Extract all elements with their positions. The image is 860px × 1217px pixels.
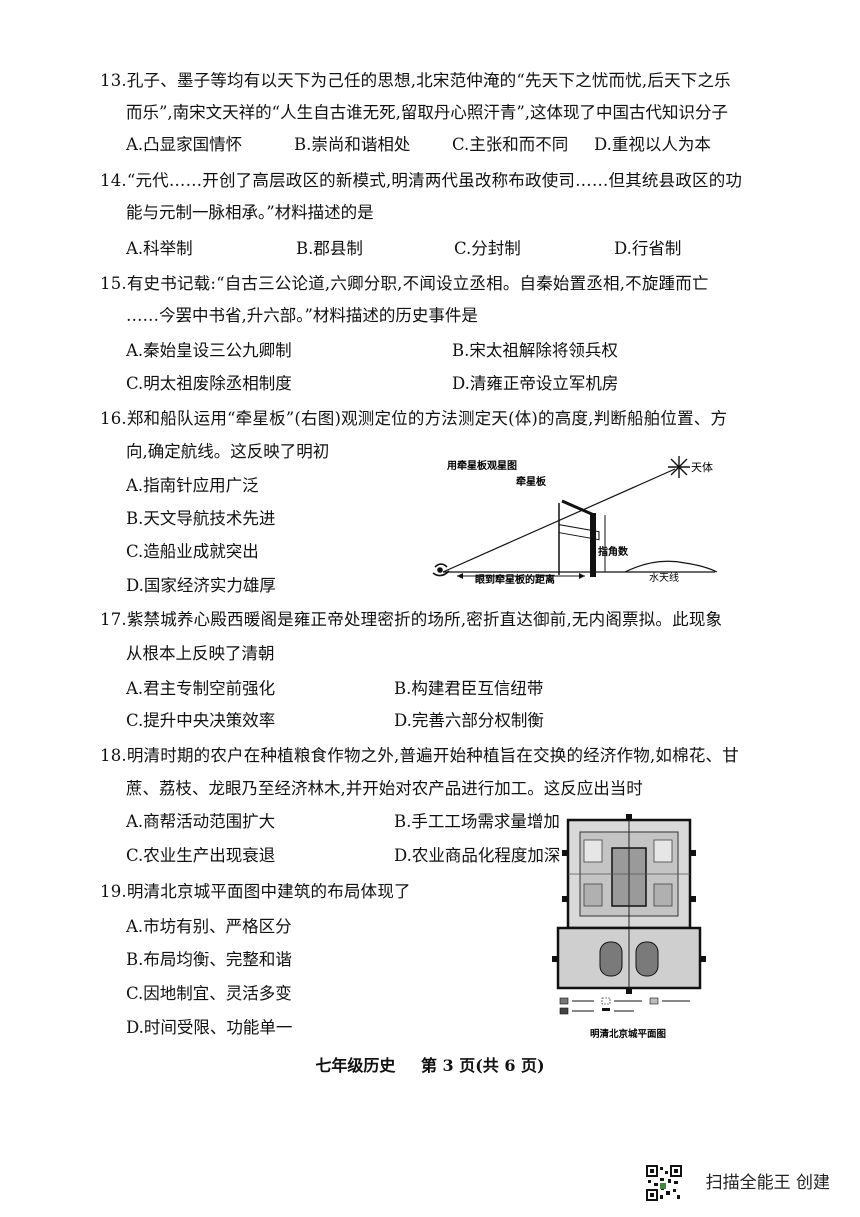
q17-option-c[interactable]: C.提升中央决策效率 bbox=[126, 711, 276, 730]
q14-stem-line2: 能与元制一脉相承。”材料描述的是 bbox=[126, 203, 374, 222]
q16-option-a[interactable]: A.指南针应用广泛 bbox=[126, 476, 259, 495]
page-footer: 七年级历史 第 3 页(共 6 页) bbox=[0, 1052, 860, 1076]
q18-option-c[interactable]: C.农业生产出现衰退 bbox=[126, 846, 276, 865]
q15-stem-line1: 15.有史书记载:“自古三公论道,六卿分职,不闻设立丞相。自秦始置丞相,不旋踵而… bbox=[100, 274, 709, 293]
map-caption: 明清北京城平面图 bbox=[590, 1028, 666, 1040]
q19-option-c[interactable]: C.因地制宜、灵活多变 bbox=[126, 984, 292, 1003]
temple-of-agriculture bbox=[635, 941, 659, 977]
q13-option-b[interactable]: B.崇尚和谐相处 bbox=[294, 135, 411, 154]
q18-option-d[interactable]: D.农业商品化程度加深 bbox=[394, 846, 561, 865]
q13-option-d[interactable]: D.重视以人为本 bbox=[594, 135, 711, 154]
q16-stem-line1: 16.郑和船队运用“牵星板”(右图)观测定位的方法测定天(体)的高度,判断船舶位… bbox=[100, 409, 728, 428]
scanner-watermark: 扫描全能王 创建 bbox=[705, 1173, 830, 1193]
q13-stem-line1: 13.孔子、墨子等均有以天下为己任的思想,北宋范仲淹的“先天下之忧而忧,后天下之… bbox=[100, 71, 731, 90]
eye-icon bbox=[432, 563, 450, 577]
q14-option-c[interactable]: C.分封制 bbox=[454, 239, 521, 258]
q17-option-a[interactable]: A.君主专制空前强化 bbox=[126, 679, 276, 698]
q14-option-d[interactable]: D.行省制 bbox=[614, 239, 682, 258]
q17-stem-line2: 从根本上反映了清朝 bbox=[126, 644, 275, 663]
q19-stem-line1: 19.明清北京城平面图中建筑的布局体现了 bbox=[100, 882, 411, 901]
temple-of-heaven bbox=[599, 941, 623, 977]
q14-option-a[interactable]: A.科举制 bbox=[126, 239, 193, 258]
q15-option-a[interactable]: A.秦始皇设三公九卿制 bbox=[126, 341, 292, 360]
star-icon bbox=[668, 456, 690, 478]
footer-page-number: 第 3 页(共 6 页) bbox=[420, 1056, 545, 1075]
figure-title: 用牵星板观星图 bbox=[446, 459, 517, 472]
q15-stem-line2: ……今罢中书省,升六部。”材料描述的历史事件是 bbox=[126, 306, 478, 325]
board-bar bbox=[590, 513, 596, 577]
footer-subject: 七年级历史 bbox=[315, 1056, 396, 1075]
q18-option-a[interactable]: A.商帮活动范围扩大 bbox=[126, 812, 276, 831]
q13-option-a[interactable]: A.凸显家国情怀 bbox=[126, 135, 243, 154]
q16-option-b[interactable]: B.天文导航技术先进 bbox=[126, 509, 276, 528]
board-label: 牵星板 bbox=[516, 475, 547, 488]
board-string bbox=[561, 499, 595, 517]
q14-option-b[interactable]: B.郡县制 bbox=[296, 239, 363, 258]
qr-code-icon bbox=[646, 1165, 682, 1201]
angle-label: 指角数 bbox=[598, 545, 629, 558]
q18-stem-line2: 蔗、荔枝、龙眼乃至经济林木,并开始对农产品进行加工。这反应出当时 bbox=[126, 779, 643, 798]
horizon-curve bbox=[624, 560, 718, 573]
star-board-figure: 用牵星板观星图 天体 牵星板 指角数 眼到牵星板的距离 水天线 bbox=[432, 456, 718, 586]
star-label: 天体 bbox=[691, 460, 713, 474]
distance-label: 眼到牵星板的距离 bbox=[475, 573, 555, 586]
q18-stem-line1: 18.明清时期的农户在种植粮食作物之外,普遍开始种植旨在交换的经济作物,如棉花、… bbox=[100, 746, 739, 765]
q16-stem-line2: 向,确定航线。这反映了明初 bbox=[126, 442, 330, 461]
q16-option-c[interactable]: C.造船业成就突出 bbox=[126, 542, 259, 561]
q17-option-d[interactable]: D.完善六部分权制衡 bbox=[394, 711, 544, 730]
q18-option-b[interactable]: B.手工工场需求量增加 bbox=[394, 812, 560, 831]
q13-option-c[interactable]: C.主张和而不同 bbox=[452, 135, 569, 154]
q15-option-c[interactable]: C.明太祖废除丞相制度 bbox=[126, 374, 292, 393]
q15-option-d[interactable]: D.清雍正帝设立军机房 bbox=[452, 374, 619, 393]
q15-option-b[interactable]: B.宋太祖解除将领兵权 bbox=[452, 341, 618, 360]
q14-stem-line1: 14.“元代……开创了高层政区的新模式,明清两代虽改称布政使司……但其统县政区的… bbox=[100, 171, 743, 190]
horizon-label: 水天线 bbox=[649, 571, 679, 584]
q19-option-a[interactable]: A.市坊有别、严格区分 bbox=[126, 917, 292, 936]
beijing-map-figure: 明清北京城平面图 bbox=[552, 814, 706, 1040]
q19-option-b[interactable]: B.布局均衡、完整和谐 bbox=[126, 950, 292, 969]
map-legend bbox=[559, 997, 690, 1015]
q17-stem-line1: 17.紫禁城养心殿西暖阁是雍正帝处理密折的场所,密折直达御前,无内阁票拟。此现象 bbox=[100, 610, 723, 629]
q13-stem-line2: 而乐”,南宋文天祥的“人生自古谁无死,留取丹心照汗青”,这体现了中国古代知识分子 bbox=[126, 103, 729, 122]
q19-option-d[interactable]: D.时间受限、功能单一 bbox=[126, 1018, 293, 1037]
q17-option-b[interactable]: B.构建君臣互信纽带 bbox=[394, 679, 544, 698]
q16-option-d[interactable]: D.国家经济实力雄厚 bbox=[126, 576, 276, 595]
